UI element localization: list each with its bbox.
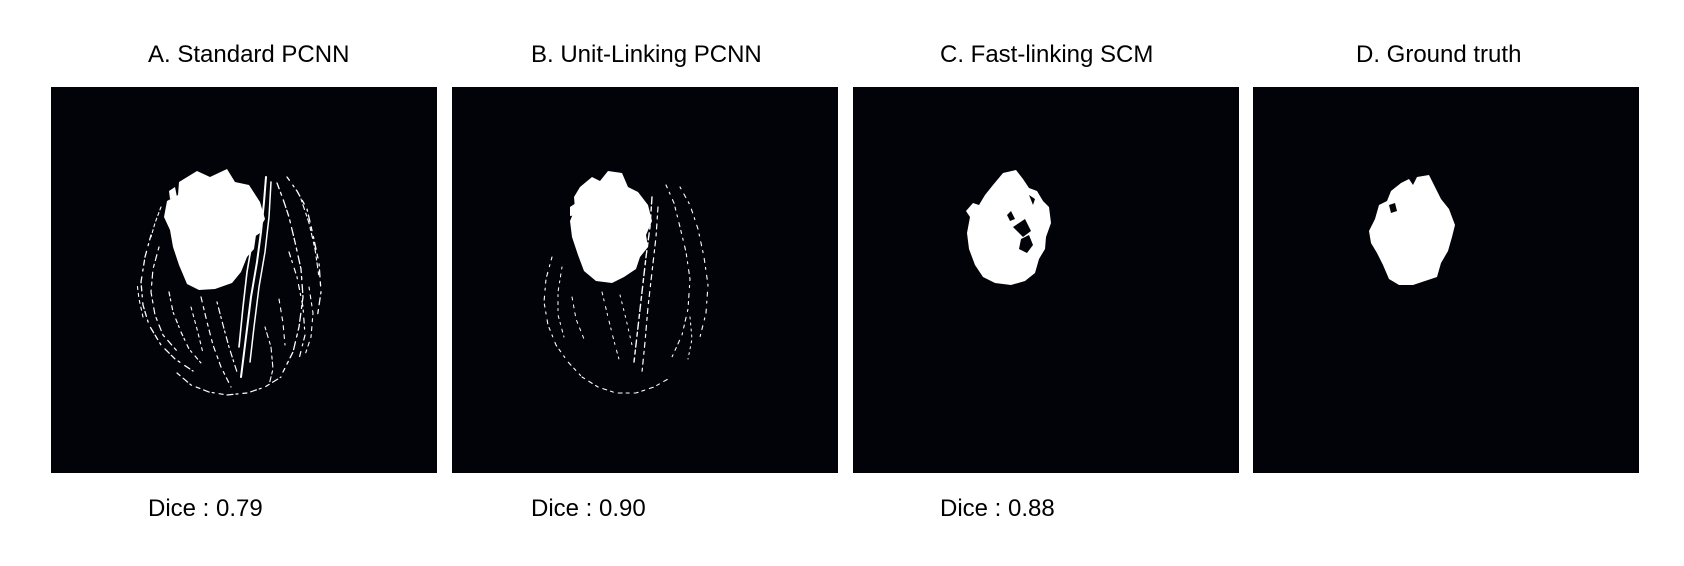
panel-c-dice-score: Dice : 0.88	[940, 495, 1055, 522]
panel-a-title: A. Standard PCNN	[148, 41, 350, 68]
panel-b-title: B. Unit-Linking PCNN	[531, 41, 762, 68]
panel-c-title: C. Fast-linking SCM	[940, 41, 1154, 68]
panel-b-segmentation-image	[452, 87, 838, 473]
panel-b-dice-score: Dice : 0.90	[531, 495, 646, 522]
panel-d-title: D. Ground truth	[1356, 41, 1522, 68]
dice-label: Dice	[148, 495, 197, 522]
dice-value: 0.79	[216, 495, 263, 522]
dice-value: 0.88	[1008, 495, 1055, 522]
panel-c-segmentation-image	[853, 87, 1239, 473]
panel-a-dice-score: Dice : 0.79	[148, 495, 263, 522]
dice-label: Dice	[940, 495, 989, 522]
panel-d-ground-truth-image	[1253, 87, 1639, 473]
panel-a-segmentation-image	[51, 87, 437, 473]
dice-value: 0.90	[599, 495, 646, 522]
dice-label: Dice	[531, 495, 580, 522]
